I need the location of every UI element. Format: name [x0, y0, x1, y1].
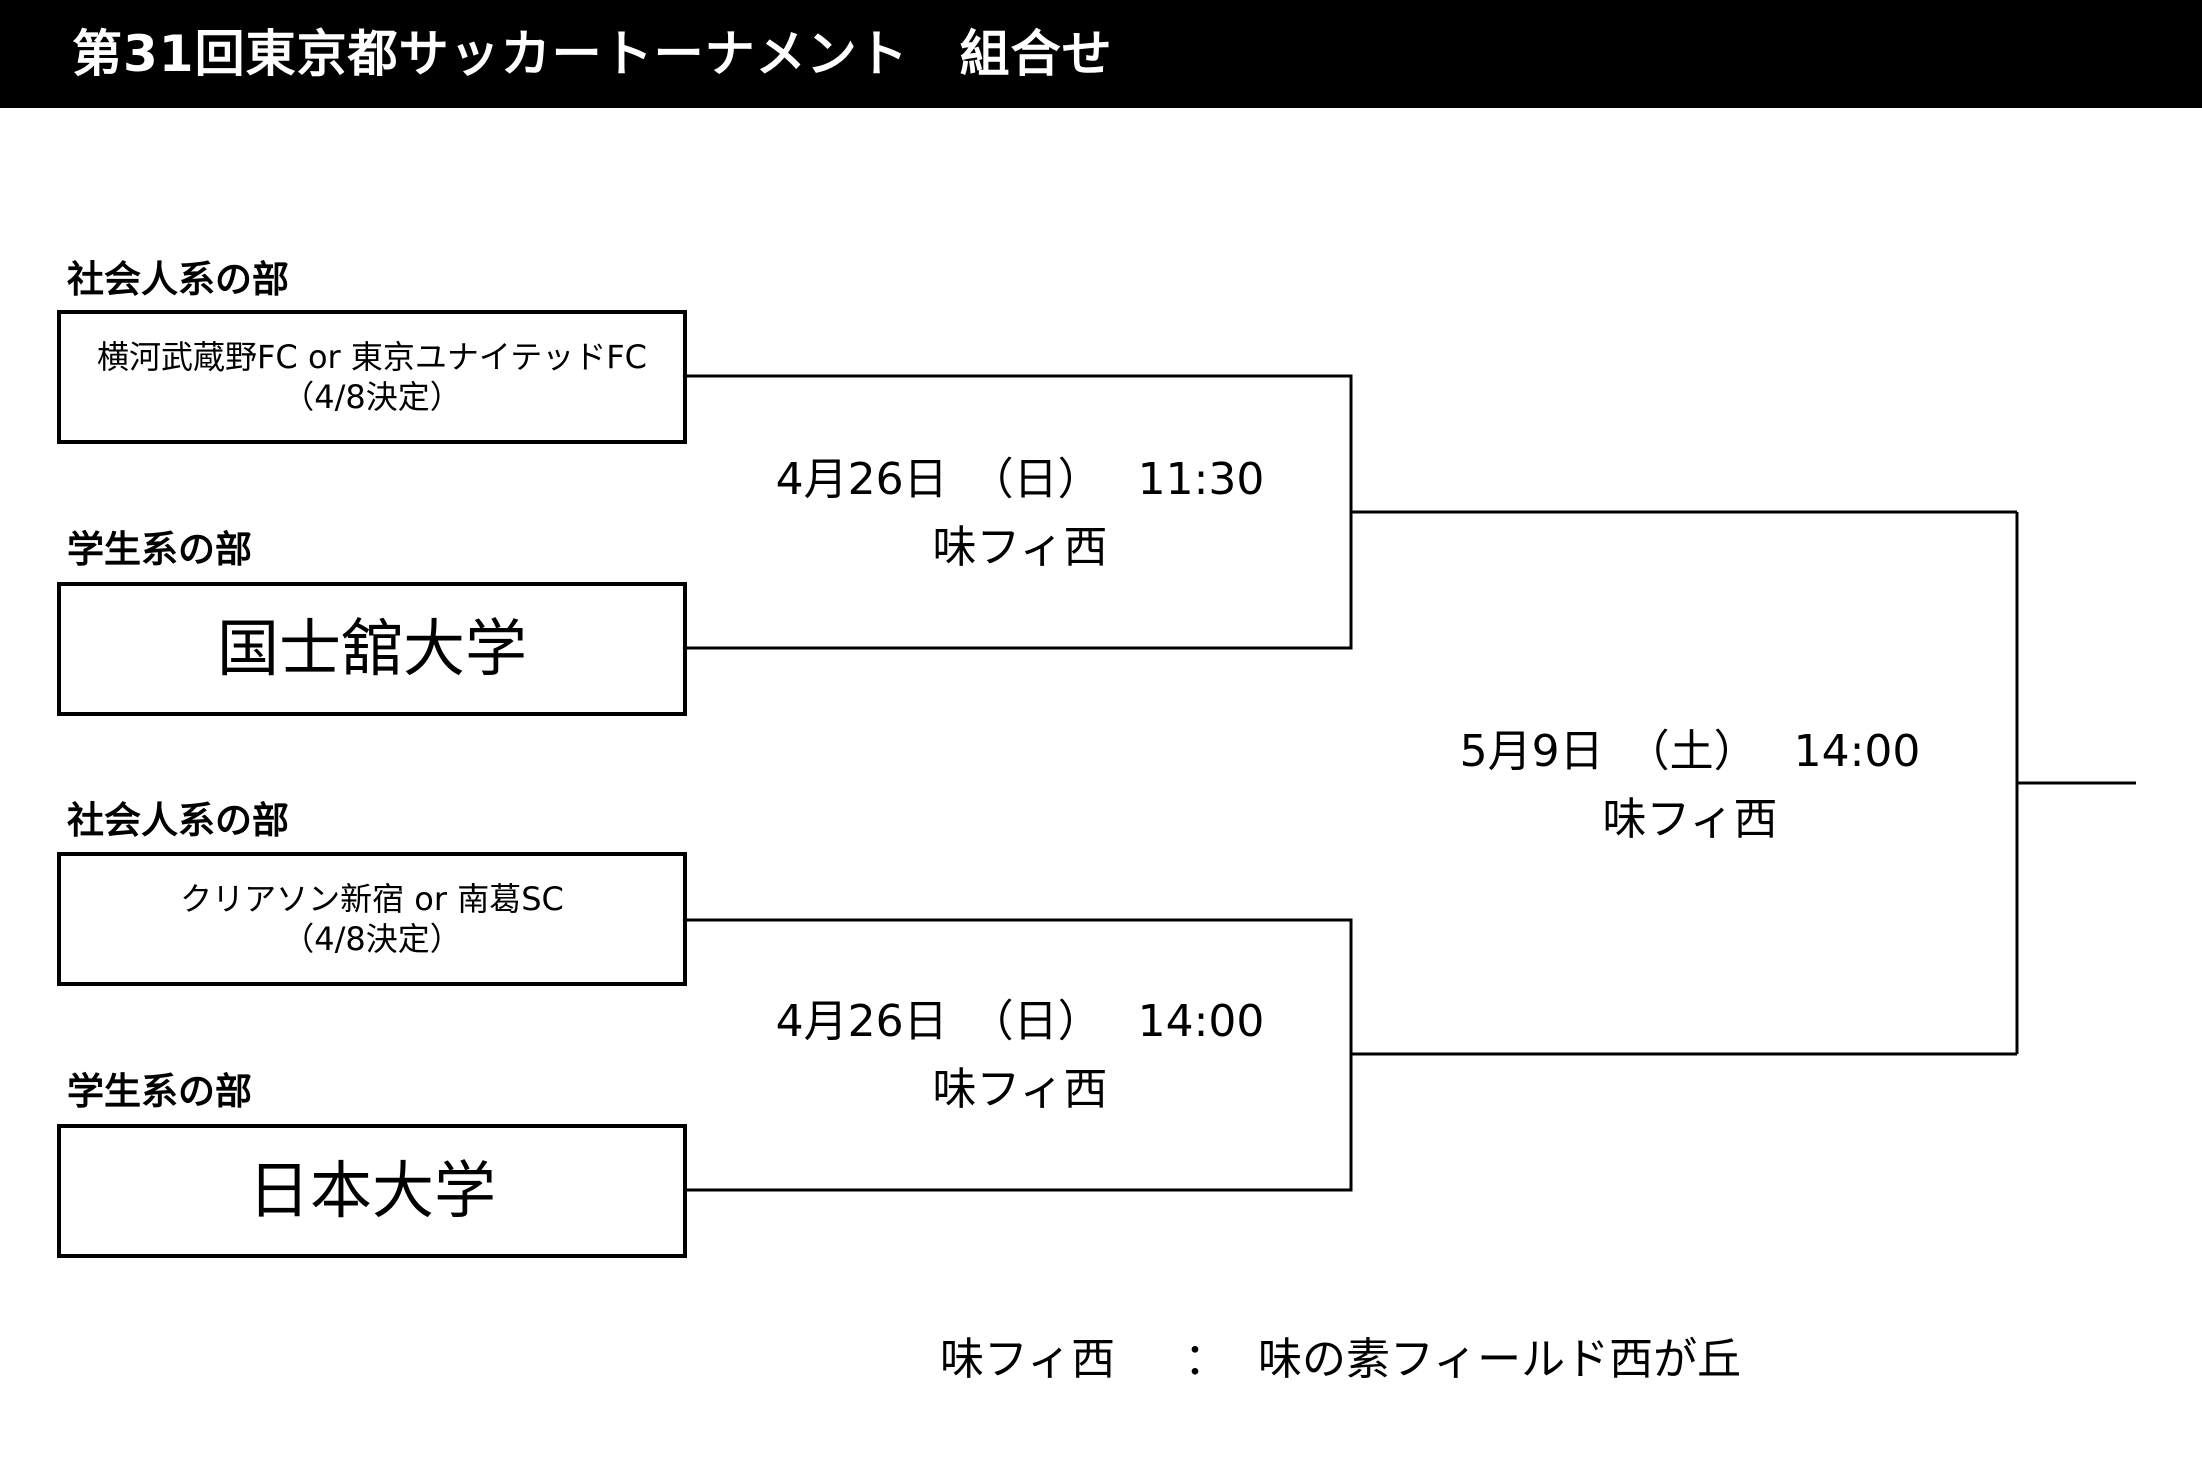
division-label: 社会人系の部 [67, 258, 289, 301]
legend-abbr: 味フィ西 [940, 1334, 1116, 1385]
match-venue: 味フィ西 [932, 1064, 1108, 1115]
division-label: 学生系の部 [67, 528, 252, 571]
legend-full: 味の素フィールド西が丘 [1258, 1334, 1742, 1385]
match-venue: 味フィ西 [932, 522, 1108, 573]
match-datetime: 5月9日 （土） 14:00 [1459, 726, 1921, 777]
match-datetime: 4月26日 （日） 14:00 [775, 996, 1265, 1047]
division-label: 社会人系の部 [67, 799, 289, 842]
team-name: 日本大学 [247, 1154, 496, 1227]
team-note: （4/8決定） [282, 378, 462, 416]
team-name: 国士舘大学 [216, 612, 527, 685]
team-box: 横河武蔵野FC or 東京ユナイテッドFC （4/8決定） [57, 310, 687, 444]
page-title: 第31回東京都サッカートーナメント 組合せ [72, 25, 1113, 83]
team-box: 国士舘大学 [57, 582, 687, 716]
team-box: 日本大学 [57, 1124, 687, 1258]
match-venue: 味フィ西 [1602, 794, 1778, 845]
team-name: クリアソン新宿 or 南葛SC [180, 880, 564, 918]
match-info-final: 5月9日 （土） 14:00 味フィ西 [1430, 718, 1950, 854]
team-name: 横河武蔵野FC or 東京ユナイテッドFC [97, 338, 647, 376]
team-note: （4/8決定） [282, 920, 462, 958]
title-bar: 第31回東京都サッカートーナメント 組合せ [0, 0, 2202, 108]
match-info: 4月26日 （日） 14:00 味フィ西 [760, 988, 1280, 1124]
division-label: 学生系の部 [67, 1070, 252, 1113]
legend-separator: ： [1184, 1334, 1228, 1385]
match-info: 4月26日 （日） 11:30 味フィ西 [760, 446, 1280, 582]
venue-legend: 味フィ西 ： 味の素フィールド西が丘 [940, 1330, 1741, 1390]
match-datetime: 4月26日 （日） 11:30 [775, 454, 1265, 505]
team-box: クリアソン新宿 or 南葛SC （4/8決定） [57, 852, 687, 986]
